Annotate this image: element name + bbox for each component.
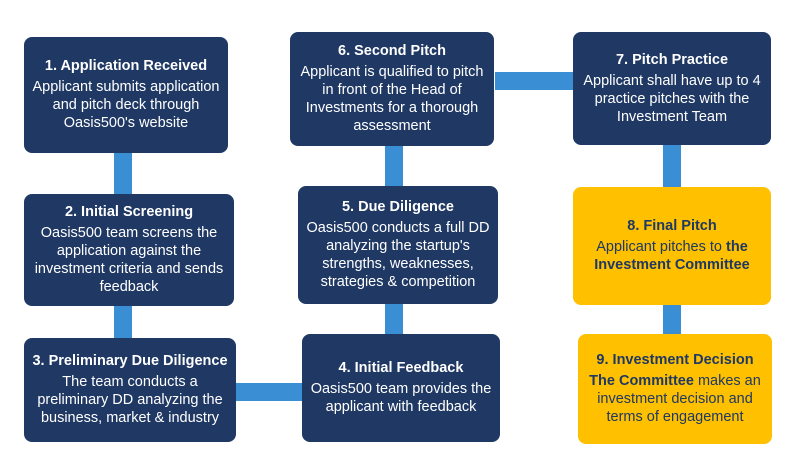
step-description: Applicant pitches to the Investment Comm…	[581, 238, 763, 274]
step-description-text: Oasis500 team screens the application ag…	[34, 225, 224, 295]
connector-3-4	[236, 383, 302, 401]
step-title: 7. Pitch Practice	[615, 51, 729, 68]
step-description: Oasis500 conducts a full DD analyzing th…	[306, 219, 490, 291]
step-5-due-diligence: 5. Due Diligence Oasis500 conducts a ful…	[298, 186, 498, 304]
step-description-text: Oasis500 team provides the applicant wit…	[310, 381, 492, 415]
step-8-final-pitch: 8. Final Pitch Applicant pitches to the …	[573, 187, 771, 305]
step-title: 1. Application Received	[44, 58, 208, 74]
connector-4-5	[385, 304, 403, 334]
step-7-pitch-practice: 7. Pitch Practice Applicant shall have u…	[573, 32, 771, 145]
step-description: The Committee makes an investment decisi…	[586, 372, 764, 426]
step-description-text: Applicant pitches to	[596, 239, 727, 255]
step-4-initial-feedback: 4. Initial Feedback Oasis500 team provid…	[302, 334, 500, 442]
step-9-investment-decision: 9. Investment Decision The Committee mak…	[578, 334, 772, 444]
step-title: 4. Initial Feedback	[338, 360, 464, 376]
step-description: Oasis500 team screens the application ag…	[32, 224, 226, 296]
step-description-bold: The Committee	[589, 373, 694, 389]
step-3-preliminary-due-diligence: 3. Preliminary Due Diligence The team co…	[24, 338, 236, 442]
connector-6-7	[495, 72, 573, 90]
step-title: 6. Second Pitch	[338, 43, 446, 59]
connector-2-3	[114, 306, 132, 338]
step-description-text: Applicant submits application and pitch …	[32, 79, 220, 131]
step-6-second-pitch: 6. Second Pitch Applicant is qualified t…	[290, 32, 494, 146]
step-title: 5. Due Diligence	[341, 199, 454, 215]
step-title: 9. Investment Decision	[596, 352, 754, 368]
step-1-application-received: 1. Application Received Applicant submit…	[24, 37, 228, 153]
step-title: 2. Initial Screening	[64, 204, 194, 220]
connector-7-8	[663, 145, 681, 187]
connector-5-6	[385, 146, 403, 186]
step-description: Applicant is qualified to pitch in front…	[298, 63, 486, 135]
step-description-bold: the Investment Committee	[594, 239, 750, 273]
connector-8-9	[663, 305, 681, 334]
step-description: Applicant shall have up to 4 practice pi…	[581, 72, 763, 126]
step-description-text: Applicant shall have up to 4 practice pi…	[583, 72, 761, 125]
step-title: 8. Final Pitch	[627, 218, 717, 234]
step-title: 3. Preliminary Due Diligence	[32, 353, 228, 369]
step-description: The team conducts a preliminary DD analy…	[32, 373, 228, 427]
step-description-text: The team conducts a preliminary DD analy…	[37, 374, 223, 426]
step-description: Oasis500 team provides the applicant wit…	[310, 380, 492, 416]
step-description: Applicant submits application and pitch …	[32, 78, 220, 132]
step-description-text: Oasis500 conducts a full DD analyzing th…	[306, 220, 490, 290]
step-description-text: makes an investment decision and terms o…	[597, 373, 761, 425]
connector-1-2	[114, 153, 132, 194]
step-2-initial-screening: 2. Initial Screening Oasis500 team scree…	[24, 194, 234, 306]
step-description-text: Applicant is qualified to pitch in front…	[300, 64, 484, 134]
